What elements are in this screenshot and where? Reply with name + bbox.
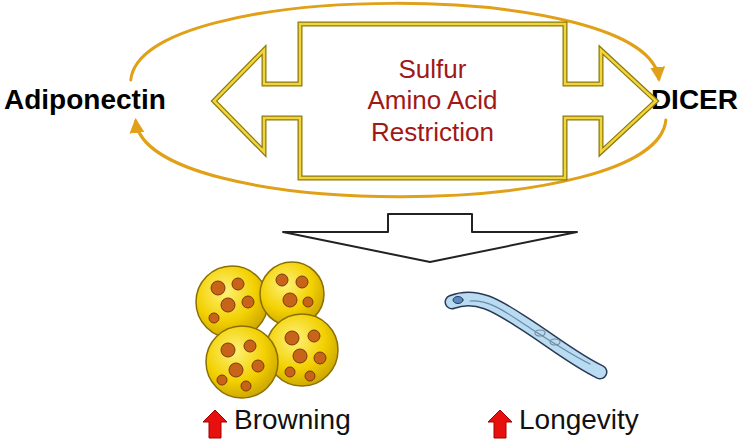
node-title: Sulfur Amino Acid Restriction (360, 54, 505, 148)
text-node: DICER (651, 82, 738, 118)
effect-label: Browning (234, 404, 351, 436)
brown-fat-cells (196, 262, 338, 398)
text-node: Adiponectin (4, 82, 166, 118)
increase-arrow (488, 410, 512, 438)
worm (452, 297, 600, 373)
center-node: Sulfur Amino Acid Restriction (212, 22, 658, 180)
increase-arrow (203, 410, 227, 438)
molecule-name: Adiponectin (4, 82, 166, 118)
text-area: Sulfur Amino Acid Restriction (300, 22, 565, 180)
down-arrow (283, 212, 577, 262)
effect-label: Longevity (519, 404, 639, 436)
molecule-name: DICER (651, 82, 738, 118)
